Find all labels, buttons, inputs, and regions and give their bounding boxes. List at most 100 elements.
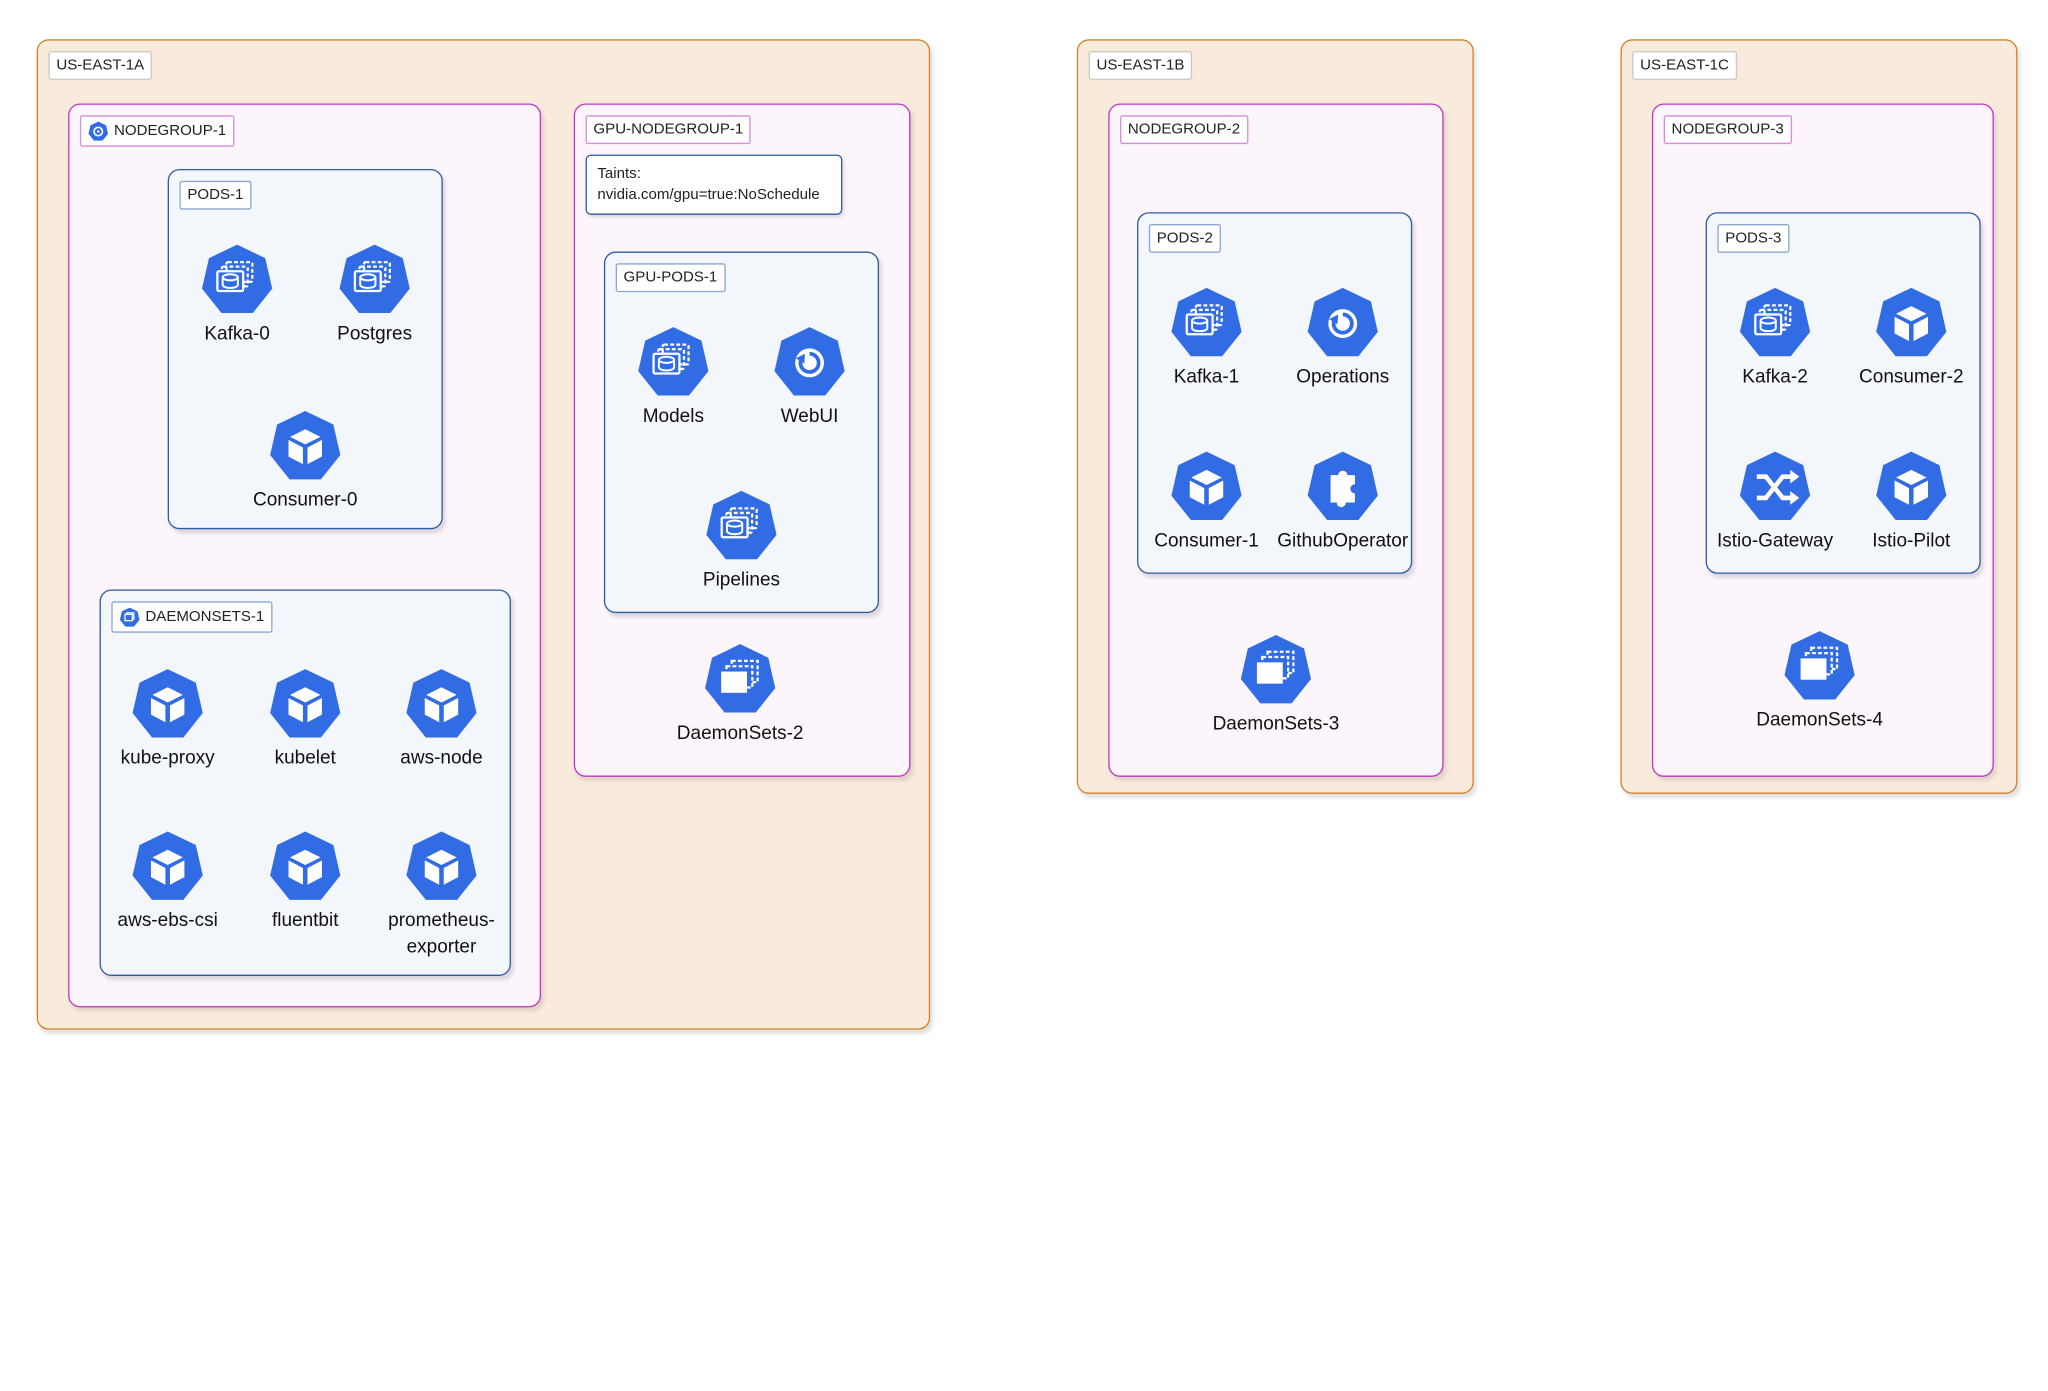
crd-icon [1307, 451, 1378, 520]
pods-3-group: PODS-3 Kafka-2 Consumer-2 Istio-Gateway … [1703, 212, 1983, 574]
nodegroup-label-text: NODEGROUP-1 [113, 123, 227, 139]
pods-1-group: PODS-1 Kafka-0 Postgres Consumer-0 [165, 168, 443, 530]
statefulset-icon [706, 490, 777, 560]
daemonset-icon [1784, 631, 1855, 700]
deployment-icon [774, 327, 845, 396]
taints-note: Taints: nvidia.com/gpu=true:NoSchedule [585, 154, 843, 215]
zone-us-east-1c: US-EAST-1C NODEGROUP-3 PODS-3 Kafka-2 Co… [1620, 39, 2018, 794]
daemonsets-1-group: DAEMONSETS-1 kube-proxy kubelet aws-node… [99, 589, 513, 976]
node-label: prometheus- exporter [388, 910, 495, 958]
gpu-pods-1-group: GPU-PODS-1 Models WebUI Pipelines [601, 251, 882, 614]
node-kubelet[interactable]: kubelet [233, 667, 377, 772]
pod-icon [270, 831, 341, 900]
node-label: GithubOperator [1277, 530, 1409, 552]
nodegroup-label: NODEGROUP-2 [1120, 115, 1248, 145]
zone-us-east-1b: US-EAST-1B NODEGROUP-2 PODS-2 Kafka-1 Op… [1076, 39, 1474, 794]
nodegroup-1: NODEGROUP-1 PODS-1 Kafka-0 Postgres Cons… [68, 103, 542, 1008]
node-label: Consumer-1 [1154, 530, 1259, 552]
pod-icon [406, 669, 477, 738]
nodegroup-3: NODEGROUP-3 PODS-3 Kafka-2 Consumer-2 Is… [1651, 103, 1994, 777]
node-pipelines[interactable]: Pipelines [669, 489, 813, 594]
node-label: WebUI [780, 406, 839, 428]
deployment-icon [1307, 287, 1378, 357]
node-label: Pipelines [702, 569, 781, 591]
pods-2-group: PODS-2 Kafka-1 Operations Consumer-1 Git… [1134, 212, 1415, 574]
pod-icon [270, 669, 341, 738]
node-daemonsets-4[interactable]: DaemonSets-4 [1748, 629, 1892, 734]
statefulset-icon [1739, 287, 1811, 357]
node-label: Models [642, 406, 704, 428]
nodegroup-icon [88, 121, 108, 141]
node-prometheus-exporter[interactable]: prometheus- exporter [369, 829, 513, 960]
daemonset-icon [1240, 635, 1312, 704]
node-models[interactable]: Models [601, 325, 745, 430]
node-label: Kafka-2 [1742, 366, 1808, 388]
pod-icon [270, 410, 341, 480]
pod-icon [132, 831, 203, 900]
node-label: kube-proxy [120, 748, 215, 769]
node-istio-pilot[interactable]: Istio-Pilot [1839, 449, 1983, 554]
node-webui[interactable]: WebUI [738, 325, 882, 430]
pods-group-label: DAEMONSETS-1 [111, 601, 273, 633]
node-label: fluentbit [271, 910, 339, 932]
node-kafka-1[interactable]: Kafka-1 [1134, 286, 1278, 391]
node-daemonsets-3[interactable]: DaemonSets-3 [1204, 633, 1348, 738]
pod-icon [1876, 287, 1947, 357]
node-label: aws-node [400, 748, 483, 769]
statefulset-icon [339, 244, 410, 314]
node-label: DaemonSets-4 [1756, 710, 1883, 731]
node-label: Kafka-0 [204, 323, 270, 345]
node-aws-node[interactable]: aws-node [369, 667, 513, 772]
node-github-operator[interactable]: GithubOperator [1271, 449, 1415, 554]
pods-group-label: PODS-1 [179, 180, 252, 210]
node-kube-proxy[interactable]: kube-proxy [96, 667, 240, 772]
node-label: Operations [1296, 366, 1390, 388]
node-kafka-2[interactable]: Kafka-2 [1703, 286, 1847, 391]
daemonset-icon [705, 644, 776, 713]
pod-icon [406, 831, 477, 900]
node-label: Kafka-1 [1173, 366, 1240, 388]
node-label: DaemonSets-3 [1212, 713, 1340, 735]
node-label: Consumer-2 [1859, 366, 1964, 388]
taints-title: Taints: [597, 166, 641, 183]
statefulset-icon [638, 327, 709, 396]
gpu-nodegroup-1: GPU-NODEGROUP-1 Taints: nvidia.com/gpu=t… [573, 103, 911, 777]
pods-group-label: PODS-3 [1717, 224, 1790, 253]
taints-value: nvidia.com/gpu=true:NoSchedule [597, 187, 820, 204]
pod-icon [132, 669, 203, 738]
node-aws-ebs-csi[interactable]: aws-ebs-csi [96, 829, 240, 934]
pods-group-label: PODS-2 [1148, 224, 1221, 253]
nodegroup-2: NODEGROUP-2 PODS-2 Kafka-1 Operations Co… [1108, 103, 1444, 777]
node-consumer-2[interactable]: Consumer-2 [1839, 286, 1983, 391]
node-label: aws-ebs-csi [117, 910, 218, 932]
statefulset-icon [1171, 287, 1242, 357]
nodegroup-label: GPU-NODEGROUP-1 [585, 115, 752, 145]
node-fluentbit[interactable]: fluentbit [233, 829, 377, 934]
node-label: Istio-Pilot [1872, 530, 1951, 552]
pod-icon [1876, 451, 1947, 520]
node-label: Postgres [337, 323, 413, 345]
node-kafka-0[interactable]: Kafka-0 [165, 242, 309, 347]
zone-label: US-EAST-1B [1088, 51, 1193, 80]
nodegroup-label: NODEGROUP-3 [1663, 115, 1792, 145]
node-daemonsets-2[interactable]: DaemonSets-2 [668, 642, 812, 747]
pod-icon [1171, 451, 1242, 520]
zone-us-east-1a: US-EAST-1A NODEGROUP-1 PODS-1 Kafka-0 Po… [36, 39, 931, 1030]
service-icon [1739, 451, 1811, 520]
node-label: Consumer-0 [252, 489, 358, 511]
pods-group-label-text: DAEMONSETS-1 [145, 609, 265, 625]
zone-label: US-EAST-1A [48, 51, 153, 80]
zone-label: US-EAST-1C [1632, 51, 1737, 80]
node-istio-gateway[interactable]: Istio-Gateway [1703, 449, 1847, 554]
node-label: DaemonSets-2 [676, 723, 804, 745]
daemonset-icon [119, 607, 140, 627]
statefulset-icon [202, 244, 273, 314]
nodegroup-label: NODEGROUP-1 [79, 115, 234, 147]
node-postgres[interactable]: Postgres [303, 242, 447, 347]
node-label: Istio-Gateway [1716, 530, 1834, 552]
node-operations[interactable]: Operations [1271, 286, 1415, 391]
node-consumer-1[interactable]: Consumer-1 [1134, 449, 1278, 554]
node-label: kubelet [274, 748, 336, 769]
node-consumer-0[interactable]: Consumer-0 [233, 409, 377, 514]
